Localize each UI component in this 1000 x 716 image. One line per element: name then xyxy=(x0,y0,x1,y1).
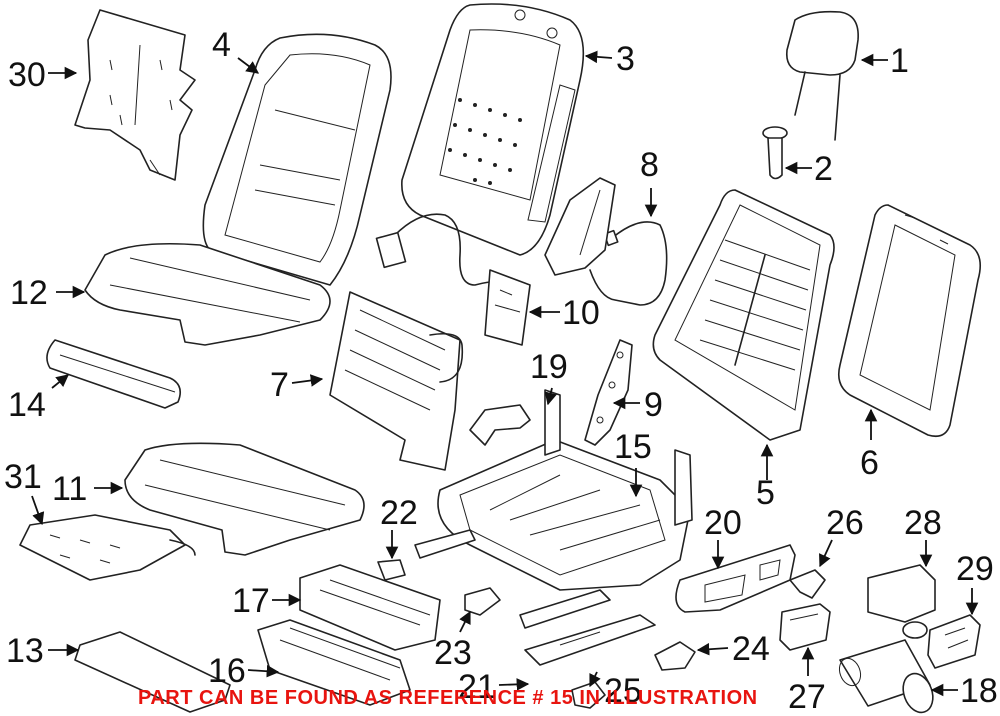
part-20-side-trim xyxy=(675,544,796,613)
part-23-knob-cap xyxy=(464,587,501,616)
part-18-cylinder-motor xyxy=(838,639,934,714)
part-27-switch-housing xyxy=(779,603,831,651)
part-30-backrest-heater-mat xyxy=(74,9,196,181)
part-6-rear-panel xyxy=(837,204,981,438)
part-7-lumbar-support xyxy=(329,291,464,471)
part-3-backrest-cover-perforated xyxy=(401,3,585,256)
part-11-seat-cushion-foam xyxy=(124,442,365,556)
part-9-side-plate xyxy=(584,339,633,446)
callout-31: 31 xyxy=(4,458,42,496)
callout-21: 21 xyxy=(458,668,496,706)
leader-lines xyxy=(31,50,979,697)
part-19-bracket xyxy=(469,404,531,446)
callout-3: 3 xyxy=(616,40,635,78)
callout-22: 22 xyxy=(380,494,418,532)
callout-11: 11 xyxy=(52,470,87,508)
callout-7: 7 xyxy=(270,366,289,404)
part-24-trim-cap xyxy=(654,641,696,671)
callout-6: 6 xyxy=(860,444,879,482)
part-5-backrest-frame xyxy=(652,189,835,441)
part-1-headrest xyxy=(785,10,859,141)
part-22-clip xyxy=(377,559,406,581)
callout-10: 10 xyxy=(562,294,600,332)
part-backrest-side-trim xyxy=(544,177,616,276)
reference-footnote: PART CAN BE FOUND AS REFERENCE # 15 IN I… xyxy=(138,687,758,709)
callout-labels: 30 4 3 1 2 8 12 10 7 14 19 9 5 6 15 31 1… xyxy=(4,26,998,716)
part-2-headrest-guide xyxy=(762,126,788,180)
perforation-dots xyxy=(448,98,522,185)
part-17-adjuster-module xyxy=(299,564,441,651)
callout-4: 4 xyxy=(212,26,231,64)
callout-18: 18 xyxy=(960,672,998,710)
callout-15: 15 xyxy=(614,428,652,466)
part-10-airbag-module xyxy=(375,213,531,346)
callout-29: 29 xyxy=(956,550,994,588)
callout-14: 14 xyxy=(8,386,46,424)
callout-8: 8 xyxy=(640,146,659,184)
callout-24: 24 xyxy=(732,630,770,668)
part-15-seat-frame xyxy=(414,389,693,629)
callout-27: 27 xyxy=(788,678,826,716)
callout-30: 30 xyxy=(8,56,46,94)
part-12-seat-cushion-cover xyxy=(84,242,331,346)
callout-25: 25 xyxy=(604,672,642,710)
callout-19: 19 xyxy=(530,348,568,386)
part-4-backrest-cover xyxy=(202,33,392,286)
callout-9: 9 xyxy=(644,386,663,424)
callout-1: 1 xyxy=(890,42,909,80)
callout-17: 17 xyxy=(232,582,270,620)
part-31-cushion-heater-mat xyxy=(19,514,196,581)
callout-13: 13 xyxy=(6,632,44,670)
callout-12: 12 xyxy=(10,274,48,312)
part-14-foam-pad xyxy=(46,339,181,409)
callout-23: 23 xyxy=(434,634,472,672)
callout-26: 26 xyxy=(826,504,864,542)
part-29-switch xyxy=(927,614,981,669)
callout-28: 28 xyxy=(904,504,942,542)
part-21-track-cover xyxy=(524,614,656,666)
part-13-trim-panel xyxy=(74,631,231,713)
callout-20: 20 xyxy=(704,504,742,542)
callout-16: 16 xyxy=(208,652,246,690)
part-26-switch-bracket xyxy=(789,569,826,599)
callout-5: 5 xyxy=(756,474,775,512)
part-28-motor xyxy=(867,564,936,639)
callout-2: 2 xyxy=(814,150,833,188)
